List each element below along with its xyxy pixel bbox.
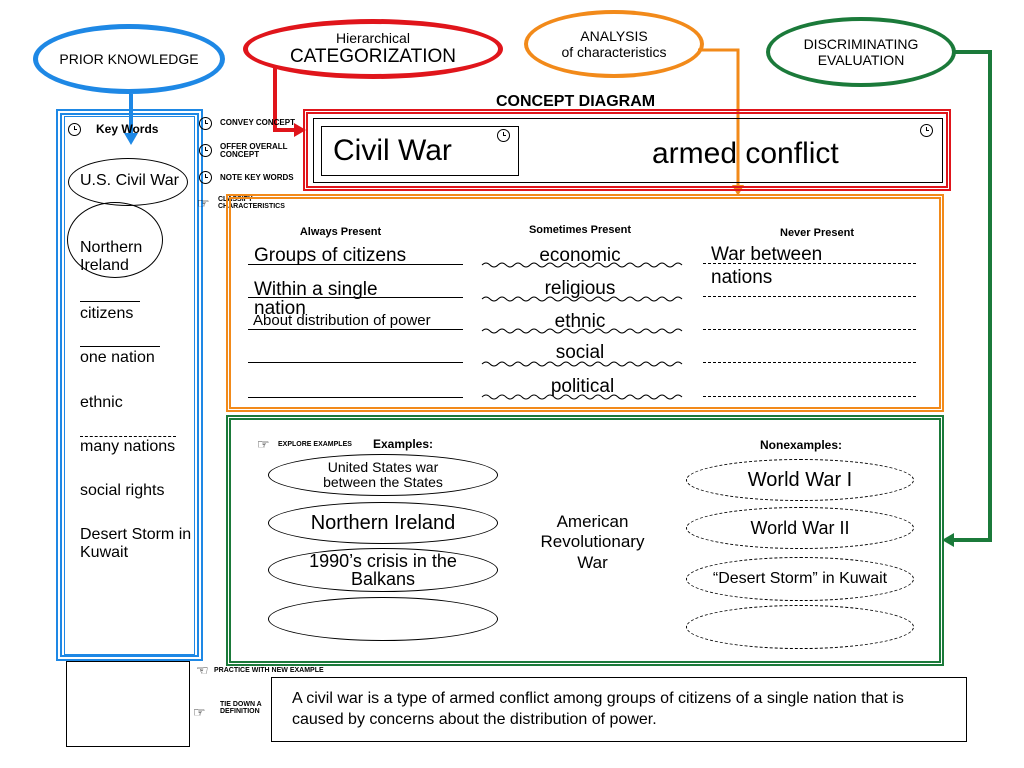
key-word: one nation (80, 349, 155, 366)
clock-icon (199, 171, 212, 184)
sometimes-item: political (550, 376, 615, 397)
example-text: Northern Ireland (310, 512, 456, 534)
concept-category: armed conflict (652, 137, 839, 170)
always-item: Within a single nation (254, 279, 378, 319)
example-text: United States war between the States (323, 458, 443, 490)
examples-box (226, 415, 944, 666)
never-line (703, 396, 916, 397)
evaluation-label: EVALUATION (817, 52, 905, 68)
step-explore-examples: EXPLORE EXAMPLES (278, 441, 352, 448)
step-practice-new-example: PRACTICE WITH NEW EXAMPLE (214, 667, 324, 674)
hierarchical-label: Hierarchical (336, 30, 410, 47)
concept-name: Civil War (333, 134, 452, 167)
always-line (248, 329, 463, 330)
clock-icon (68, 123, 81, 136)
hand-icon: ☜ (196, 662, 209, 678)
sometimes-item: economic (539, 245, 621, 266)
never-line (703, 263, 916, 264)
characteristics-box (226, 194, 944, 412)
concept-box (303, 109, 951, 191)
characteristics-label: of characteristics (561, 44, 667, 60)
definition-box: A civil war is a type of armed conflict … (271, 677, 967, 742)
key-word: Northern Ireland (80, 239, 143, 274)
always-item: About distribution of power (253, 312, 431, 329)
example-oval: United States war between the States (268, 454, 498, 496)
prior-knowledge-label: PRIOR KNOWLEDGE (59, 50, 199, 67)
concept-box-inner (313, 118, 943, 183)
nonexample-oval-empty (686, 605, 914, 649)
diagram-title: CONCEPT DIAGRAM (496, 93, 656, 110)
hand-icon: ☞ (197, 195, 210, 211)
discriminating-label: DISCRIMINATING (803, 35, 919, 52)
key-word-dashed-line (80, 436, 176, 437)
nonexample-text: World War I (747, 468, 853, 491)
sometimes-present-heading: Sometimes Present (528, 224, 632, 236)
always-line (248, 362, 463, 363)
clock-icon (199, 117, 212, 130)
definition-text: A civil war is a type of armed conflict … (292, 690, 904, 728)
key-words-heading: Key Words (96, 122, 159, 136)
example-oval-empty (268, 597, 498, 641)
step-convey-concept: CONVEY CONCEPT (220, 118, 295, 127)
nonexample-text: “Desert Storm” in Kuwait (712, 570, 888, 587)
sometimes-item: ethnic (554, 311, 606, 332)
always-line (248, 264, 463, 265)
clock-icon (199, 144, 212, 157)
sometimes-wavy-lines (481, 262, 683, 400)
examples-heading: Examples: (373, 437, 434, 451)
sometimes-item: social (555, 342, 605, 363)
always-item: Groups of citizens (254, 245, 407, 266)
key-word: social rights (80, 482, 165, 499)
hierarchical-categorization-oval: Hierarchical CATEGORIZATION (243, 19, 503, 79)
hand-icon: ☞ (193, 704, 206, 720)
key-word-line (80, 301, 140, 302)
always-present-heading: Always Present (299, 226, 382, 238)
hand-icon: ☞ (257, 436, 270, 452)
always-line (248, 397, 463, 398)
key-word: U.S. Civil War (80, 172, 179, 189)
nonexample-oval: World War II (686, 507, 914, 549)
never-present-heading: Never Present (780, 227, 854, 239)
key-words-inner (64, 116, 195, 655)
practice-example: American Revolutionary War (540, 512, 645, 572)
never-line (703, 362, 916, 363)
nonexample-oval: World War I (686, 459, 914, 501)
example-oval: Northern Ireland (268, 502, 498, 544)
never-line (703, 329, 916, 330)
key-word-line (80, 346, 160, 347)
key-word-oval (67, 202, 163, 278)
step-classify-characteristics: CLASSIFY CHARACTERISTICS (218, 196, 285, 210)
analysis-label: ANALYSIS (580, 27, 648, 44)
categorization-label: CATEGORIZATION (289, 46, 457, 68)
nonexample-text: World War II (750, 517, 850, 538)
key-word: many nations (80, 438, 176, 455)
step-offer-overall-concept: OFFER OVERALL CONCEPT (220, 142, 288, 159)
nonexample-oval: “Desert Storm” in Kuwait (686, 557, 914, 601)
example-oval: 1990’s crisis in the Balkans (268, 548, 498, 592)
never-line (703, 296, 916, 297)
analysis-oval: ANALYSIS of characteristics (524, 10, 704, 78)
key-word: ethnic (80, 394, 123, 411)
key-word: Desert Storm in Kuwait (80, 526, 192, 561)
prior-knowledge-oval: PRIOR KNOWLEDGE (33, 24, 225, 94)
key-word: citizens (80, 305, 134, 322)
example-text: 1990’s crisis in the Balkans (309, 551, 457, 589)
concept-name-box (321, 126, 519, 176)
extra-box (66, 661, 190, 747)
clock-icon (497, 129, 510, 142)
step-tie-down-definition: TIE DOWN A DEFINITION (220, 701, 262, 715)
nonexamples-heading: Nonexamples: (760, 438, 843, 452)
always-line (248, 297, 463, 298)
step-note-key-words: NOTE KEY WORDS (220, 173, 294, 182)
never-item: War between nations (711, 244, 823, 288)
clock-icon (920, 124, 933, 137)
sometimes-item: religious (544, 278, 616, 299)
key-words-panel (56, 109, 203, 661)
